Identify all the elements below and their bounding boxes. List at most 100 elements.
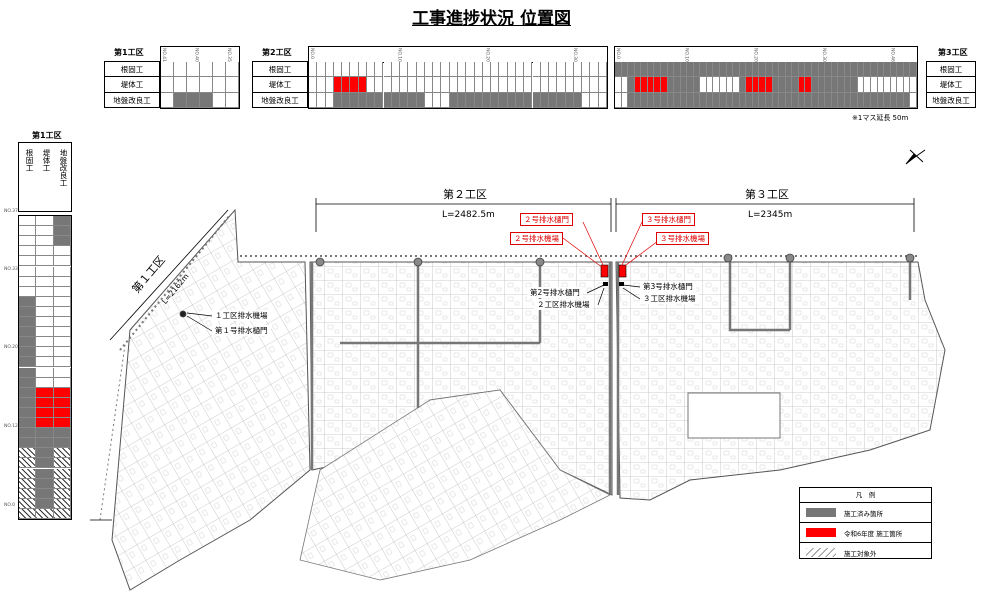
grid-cell xyxy=(739,92,747,108)
grid-cell xyxy=(565,62,574,78)
grid-cell xyxy=(779,92,786,108)
grid-cell xyxy=(667,62,675,78)
grid-cell xyxy=(660,62,668,78)
grid-cell xyxy=(739,62,747,78)
side-grid-cell xyxy=(19,498,37,509)
grid-cell xyxy=(532,92,541,108)
grid-cell xyxy=(582,62,591,78)
grid-cell xyxy=(831,92,839,108)
grid-cell xyxy=(366,62,376,78)
section-2-length: L=2482.5m xyxy=(442,210,495,220)
grid-cell xyxy=(213,62,226,78)
grid-cell xyxy=(213,92,226,108)
grid-tick-label: NO.20 xyxy=(484,48,490,62)
work-row-label: 地盤改良工 xyxy=(926,91,976,108)
grid-cell xyxy=(325,62,334,78)
grid-cell xyxy=(910,62,917,78)
black-leader-lines xyxy=(186,284,641,332)
side-grid-cell xyxy=(19,286,37,297)
grid-cell xyxy=(713,77,721,93)
grid-cell xyxy=(515,92,525,108)
grid-cell xyxy=(890,62,898,78)
pump-2-callout: ２号排水機場 xyxy=(510,232,563,245)
grid-cell xyxy=(621,92,629,108)
grid-cell xyxy=(441,62,450,78)
grid-cell xyxy=(844,92,852,108)
side-grid-cell xyxy=(53,296,71,307)
north-arrow-icon xyxy=(905,149,926,165)
grid-cell xyxy=(174,77,187,93)
grid-cell xyxy=(466,62,475,78)
work-row-label: 堤体工 xyxy=(252,76,308,93)
side-grid-cell xyxy=(53,468,71,479)
grid-cell xyxy=(811,92,819,108)
grid-cell xyxy=(375,77,384,93)
grid-cell xyxy=(491,77,500,93)
grid-cell xyxy=(818,92,826,108)
side-grid-cell xyxy=(53,458,71,469)
grid-cell xyxy=(466,92,475,108)
empty-lot xyxy=(687,392,781,439)
grid-cell xyxy=(200,62,213,78)
grid-cell xyxy=(871,92,878,108)
section-3-length: L=2345m xyxy=(748,210,793,220)
grid-cell xyxy=(884,92,891,108)
grid-cell xyxy=(693,62,701,78)
grid-cell xyxy=(910,77,917,93)
grid-cell xyxy=(474,77,483,93)
grid-cell xyxy=(660,92,668,108)
grid-cell xyxy=(342,62,351,78)
side-grid-cell xyxy=(36,428,54,439)
grid-cell xyxy=(746,92,753,108)
grid-cell xyxy=(772,92,780,108)
grid-cell xyxy=(733,77,740,93)
side-grid-cell xyxy=(36,468,54,479)
grid-cell xyxy=(358,92,367,108)
grid-cell xyxy=(391,62,401,78)
grid-cell xyxy=(700,77,707,93)
grid-tick-label: NO.0 xyxy=(309,48,314,60)
side-grid-cell xyxy=(53,418,71,429)
current-swatch xyxy=(806,528,836,537)
grid-cell xyxy=(838,92,845,108)
side-grid-cell xyxy=(36,458,54,469)
grid-cell xyxy=(433,62,442,78)
grid-cell xyxy=(871,77,878,93)
grid-cell xyxy=(200,77,213,93)
grid-cell xyxy=(818,77,826,93)
grid-cell xyxy=(857,77,865,93)
side-grid-cell xyxy=(19,448,37,459)
side-grid-cell xyxy=(36,306,54,317)
grid-tick-label: NO.46 xyxy=(889,48,895,62)
grid-cell xyxy=(877,77,885,93)
station-points xyxy=(179,253,915,318)
grid-tick-label: NO.30 xyxy=(571,48,577,62)
grid-cell xyxy=(400,77,409,93)
side-grid-cell xyxy=(36,327,54,338)
side-grid-cell xyxy=(36,418,54,429)
grid-cell xyxy=(557,92,566,108)
grid-cell xyxy=(897,92,904,108)
grid-cell xyxy=(890,92,898,108)
grid-cell xyxy=(831,77,839,93)
legend-title: 凡 例 xyxy=(800,488,931,503)
grid-cell xyxy=(897,77,904,93)
grid-cell xyxy=(449,62,458,78)
grid-cell xyxy=(851,62,858,78)
grid-cell xyxy=(726,62,734,78)
grid-cell xyxy=(871,62,878,78)
gate-3-callout: ３号排水樋門 xyxy=(642,213,695,226)
grid-cell xyxy=(877,62,885,78)
grid-cell xyxy=(226,77,239,93)
grid-cell xyxy=(687,92,694,108)
grid-cell xyxy=(759,92,766,108)
side-grid-cell xyxy=(19,367,37,378)
grid-cell xyxy=(647,92,655,108)
grid-cell xyxy=(416,92,425,108)
side-grid-cell xyxy=(19,428,37,439)
grid-1-label: 第1工区 xyxy=(114,48,144,57)
side-grid-cell xyxy=(19,508,37,519)
grid-cell xyxy=(540,62,550,78)
side-tick-label: NO.20 xyxy=(4,345,18,351)
grid-cell xyxy=(317,77,326,93)
